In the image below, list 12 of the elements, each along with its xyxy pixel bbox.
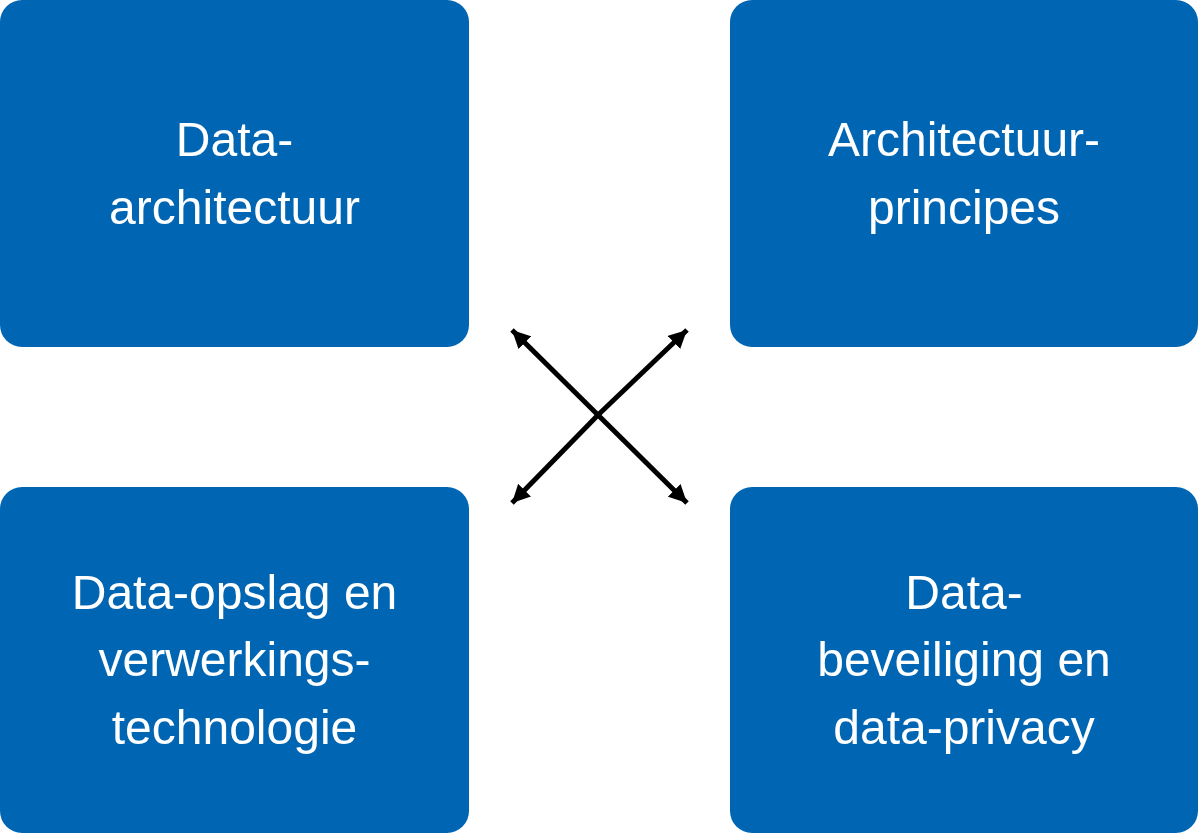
topic-box bbox=[0, 0, 469, 347]
topic-label: Data- architectuur bbox=[108, 112, 361, 236]
topic-label: Architectuur- principes bbox=[826, 112, 1102, 236]
arrow bbox=[596, 413, 689, 505]
arrow bbox=[510, 328, 600, 417]
topic-box bbox=[0, 487, 469, 833]
topic-label: Data- beveiliging en data-privacy bbox=[816, 565, 1112, 756]
topic-box bbox=[730, 487, 1198, 833]
topic-label: Data-opslag en verwerkings- technologie bbox=[70, 565, 399, 756]
arrow bbox=[510, 413, 600, 505]
topic-box bbox=[730, 0, 1198, 347]
arrow bbox=[596, 328, 689, 417]
